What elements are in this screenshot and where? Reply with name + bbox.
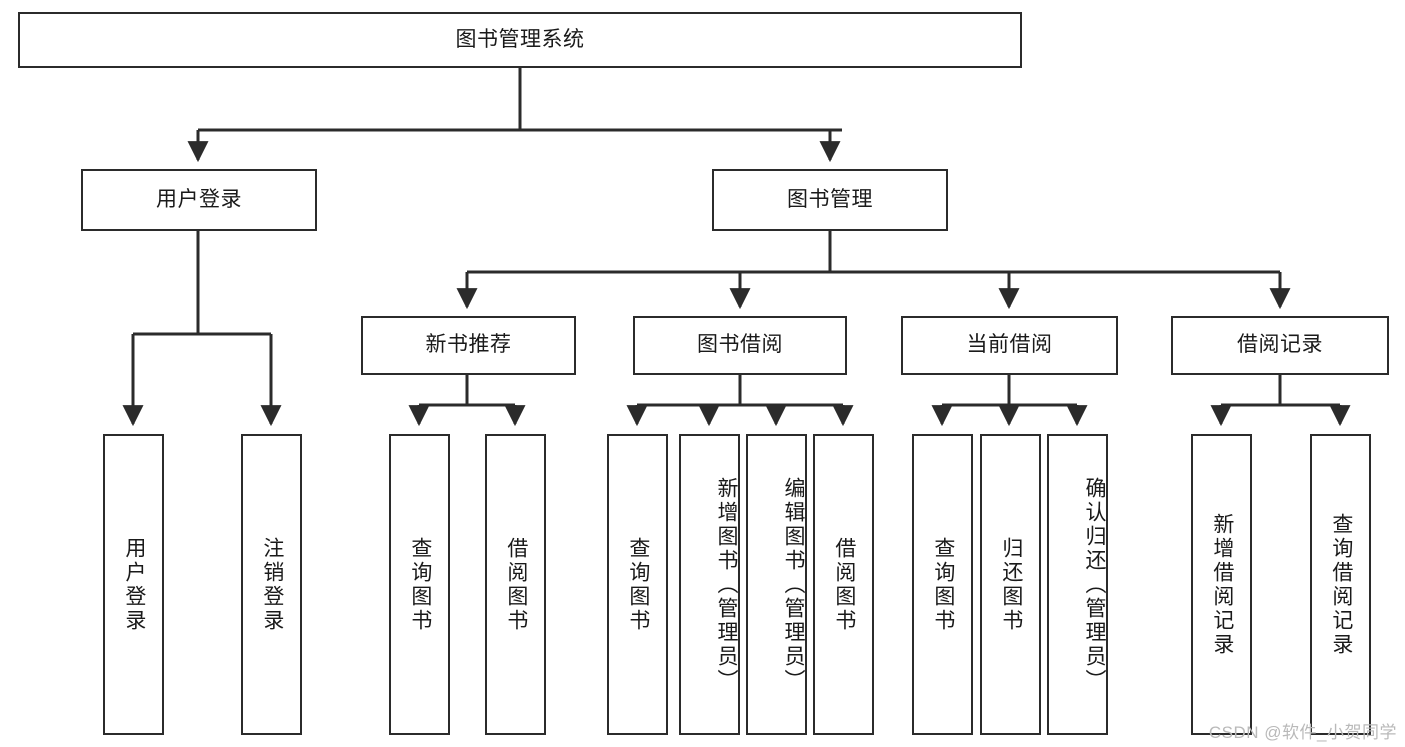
leaf-borrow-book[interactable]: 借阅图书 <box>813 434 874 735</box>
node-label: 用户登录 <box>122 536 146 633</box>
node-label: 注销登录 <box>260 536 284 633</box>
leaf-confirm-return-admin[interactable]: 确认归还（管理员） <box>1047 434 1108 735</box>
node-label: 借阅图书 <box>504 536 528 633</box>
node-current-borrow[interactable]: 当前借阅 <box>901 316 1118 375</box>
node-label: 借阅记录 <box>1237 333 1323 357</box>
node-label: 新增图书（管理员） <box>715 476 738 693</box>
node-label: 查询图书 <box>626 536 650 633</box>
node-label: 借阅图书 <box>832 536 856 633</box>
leaf-logout-login[interactable]: 注销登录 <box>241 434 302 735</box>
node-label: 图书管理系统 <box>455 27 585 51</box>
node-label: 编辑图书（管理员） <box>782 476 805 693</box>
leaf-query-book-borrow[interactable]: 查询图书 <box>607 434 668 735</box>
node-label: 查询图书 <box>408 536 432 633</box>
leaf-borrow-book-recommend[interactable]: 借阅图书 <box>485 434 546 735</box>
node-label: 归还图书 <box>999 536 1023 633</box>
leaf-add-book-admin[interactable]: 新增图书（管理员） <box>679 434 740 735</box>
node-label: 图书借阅 <box>697 333 783 357</box>
node-book-management[interactable]: 图书管理 <box>712 169 948 231</box>
leaf-query-book-recommend[interactable]: 查询图书 <box>389 434 450 735</box>
node-label: 新增借阅记录 <box>1210 512 1234 657</box>
leaf-query-borrow-record[interactable]: 查询借阅记录 <box>1310 434 1371 735</box>
node-label: 当前借阅 <box>966 333 1053 357</box>
node-user-login[interactable]: 用户登录 <box>81 169 317 231</box>
node-book-borrow[interactable]: 图书借阅 <box>633 316 847 375</box>
leaf-query-book-current[interactable]: 查询图书 <box>912 434 973 735</box>
node-label: 查询借阅记录 <box>1329 512 1353 657</box>
node-borrow-record[interactable]: 借阅记录 <box>1171 316 1389 375</box>
node-label: 查询图书 <box>931 536 955 633</box>
leaf-user-login[interactable]: 用户登录 <box>103 434 164 735</box>
node-label: 新书推荐 <box>425 333 512 357</box>
node-label: 用户登录 <box>156 187 242 211</box>
node-label: 图书管理 <box>787 187 873 211</box>
node-label: 确认归还（管理员） <box>1083 476 1106 693</box>
leaf-edit-book-admin[interactable]: 编辑图书（管理员） <box>746 434 807 735</box>
node-new-book-recommend[interactable]: 新书推荐 <box>361 316 576 375</box>
node-root-book-management-system[interactable]: 图书管理系统 <box>18 12 1022 68</box>
watermark-text: CSDN @软件_小贺同学 <box>1208 723 1397 742</box>
leaf-return-book[interactable]: 归还图书 <box>980 434 1041 735</box>
leaf-add-borrow-record[interactable]: 新增借阅记录 <box>1191 434 1252 735</box>
